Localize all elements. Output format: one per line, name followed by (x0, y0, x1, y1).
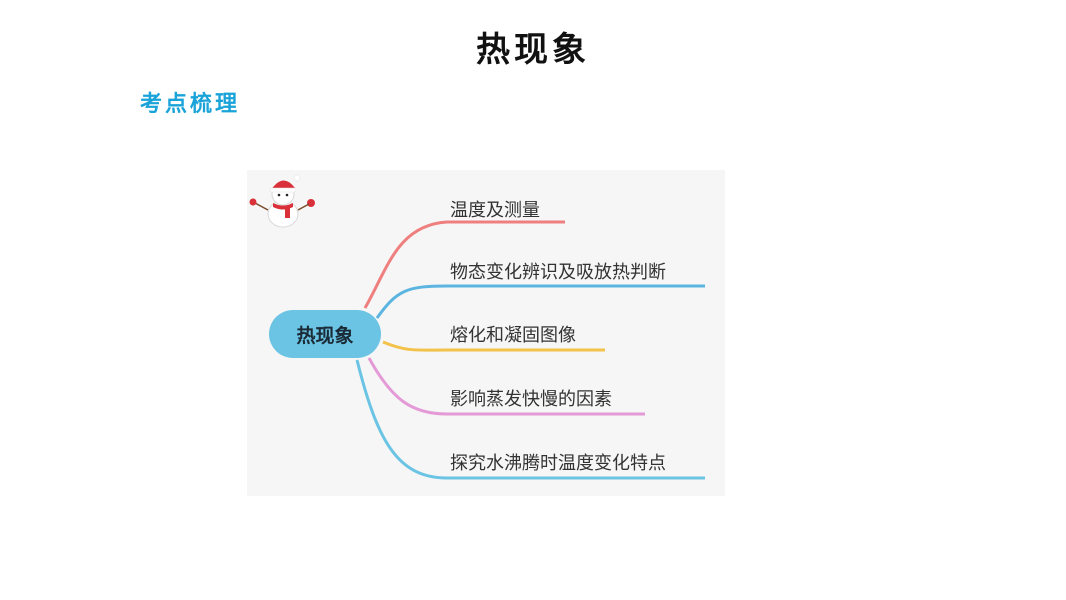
branch-label-temperature: 温度及测量 (450, 200, 540, 221)
mindmap-root-node: 热现象 (269, 310, 381, 358)
branch-label-evaporation: 影响蒸发快慢的因素 (450, 389, 612, 410)
branch-label-boiling: 探究水沸腾时温度变化特点 (450, 453, 666, 474)
branch-connector-1 (363, 220, 565, 309)
mindmap-panel: 热现象 温度及测量 物态变化辨识及吸放热判断 熔化和凝固图像 影响蒸发快慢的因素… (247, 170, 725, 496)
branch-connector-3 (382, 340, 605, 352)
branch-label-melting-graph: 熔化和凝固图像 (450, 325, 576, 346)
branch-connector-4 (367, 357, 645, 416)
page-title: 热现象 (476, 30, 590, 70)
mindmap-connectors (355, 220, 705, 480)
branch-connector-5 (355, 359, 705, 480)
snowman-icon (249, 174, 315, 228)
branch-label-state-change: 物态变化辨识及吸放热判断 (450, 262, 666, 283)
branch-connector-2 (375, 284, 705, 319)
section-heading: 考点梳理 (140, 91, 241, 117)
